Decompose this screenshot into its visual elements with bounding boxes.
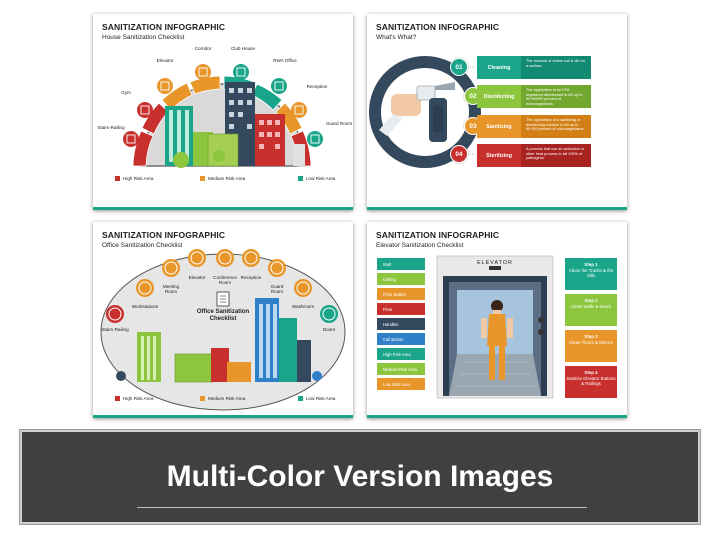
label-corridor: Corridor	[194, 46, 212, 51]
step-desc-sanitizing: The application of a sanitizing or disin…	[521, 115, 591, 138]
step-desc-sterilizing: A process that use an autoclave or other…	[521, 144, 591, 167]
label-doors: Doors	[322, 327, 336, 332]
slide-subtitle: What's What?	[376, 34, 417, 41]
slide-title: SANITIZATION INFOGRAPHIC	[376, 22, 500, 32]
slide-footer-bar	[93, 207, 353, 210]
label-reception: Reception	[306, 84, 328, 89]
house-dome-illustration	[123, 64, 323, 168]
label-club-house: Club House	[230, 46, 256, 51]
label-guard-room: Guard Room	[270, 284, 284, 295]
legend-high: High Risk Area	[115, 396, 153, 401]
spray-bottle-illustration	[369, 56, 481, 168]
step-label-disinfecting: Disinfecting	[477, 85, 521, 108]
label-stairs-railing: Stairs-Railing	[97, 125, 125, 130]
step-label-sterilizing: Sterilizing	[477, 144, 521, 167]
slide-footer-bar	[367, 207, 627, 210]
step-number-04: 04	[450, 145, 468, 163]
slide-subtitle: Elevator Sanitization Checklist	[376, 242, 464, 249]
legend-medium: Medium Risk Area	[200, 176, 245, 181]
label-workstations: Workstations	[131, 304, 159, 309]
label-stairs-railing: Stairs-Railing	[101, 327, 129, 332]
step-desc-cleaning: The removal of visible soil & dirt on a …	[521, 56, 591, 79]
legend-medium: Medium Risk Area	[200, 396, 245, 401]
slide-subtitle: House Sanitization Checklist	[102, 34, 185, 41]
label-rwa-office: RWA Office	[273, 58, 297, 63]
elevator-item-call-button: Call Button	[377, 333, 425, 345]
label-reception: Reception	[240, 275, 262, 280]
slide-title: SANITIZATION INFOGRAPHIC	[376, 230, 500, 240]
label-gym: Gym	[121, 90, 131, 95]
elevator-item-wall: Wall	[377, 258, 425, 270]
legend-low: Low Risk Area	[298, 176, 335, 181]
office-center-title: Office Sanitization Checklist	[196, 309, 250, 322]
label-guard-room: Guard Room	[325, 121, 353, 126]
multi-color-banner: Multi-Color Version Images	[20, 430, 700, 524]
step-desc-disinfecting: The application of an EPA registered dis…	[521, 85, 591, 108]
slide-title: SANITIZATION INFOGRAPHIC	[102, 22, 226, 32]
slide-footer-bar	[367, 415, 627, 418]
elevator-sign: ELEVATOR	[477, 260, 513, 266]
step-label-cleaning: Cleaning	[477, 56, 521, 79]
label-meeting-room: Meeting Room	[162, 284, 180, 295]
label-elevator: Elevator	[188, 275, 206, 280]
step-number-01: 01	[450, 58, 468, 76]
elevator-illustration	[436, 255, 554, 399]
elevator-item-ceiling: Ceiling	[377, 273, 425, 285]
label-washroom: Washroom	[291, 304, 315, 309]
banner-title: Multi-Color Version Images	[166, 460, 554, 493]
elevator-item-handles: Handles	[377, 318, 425, 330]
label-elevator: Elevator	[156, 58, 174, 63]
label-conference-room: Conference Room	[213, 275, 237, 286]
slide-footer-bar	[93, 415, 353, 418]
office-oval-illustration	[100, 249, 346, 411]
elevator-item-floor: Floor	[377, 303, 425, 315]
slide-whats-what[interactable]: SANITIZATION INFOGRAPHIC What's What? 01…	[367, 14, 627, 210]
step-label-sanitizing: Sanitizing	[477, 115, 521, 138]
legend-low: Low Risk Area	[298, 396, 335, 401]
slide-office-checklist[interactable]: SANITIZATION INFOGRAPHIC Office Sanitiza…	[93, 222, 353, 418]
elevator-item-floor-button: Floor Button	[377, 288, 425, 300]
banner-divider	[137, 507, 587, 508]
elevator-item-high-risk: High Risk Area	[377, 348, 425, 360]
slide-elevator-checklist[interactable]: SANITIZATION INFOGRAPHIC Elevator Saniti…	[367, 222, 627, 418]
elevator-item-medium-risk: Medium Risk Area	[377, 363, 425, 375]
slide-subtitle: Office Sanitization Checklist	[102, 242, 183, 249]
legend-high: High Risk Area	[115, 176, 153, 181]
slide-house-checklist[interactable]: SANITIZATION INFOGRAPHIC House Sanitizat…	[93, 14, 353, 210]
slide-title: SANITIZATION INFOGRAPHIC	[102, 230, 226, 240]
elevator-item-low-risk: Low Risk Area	[377, 378, 425, 390]
